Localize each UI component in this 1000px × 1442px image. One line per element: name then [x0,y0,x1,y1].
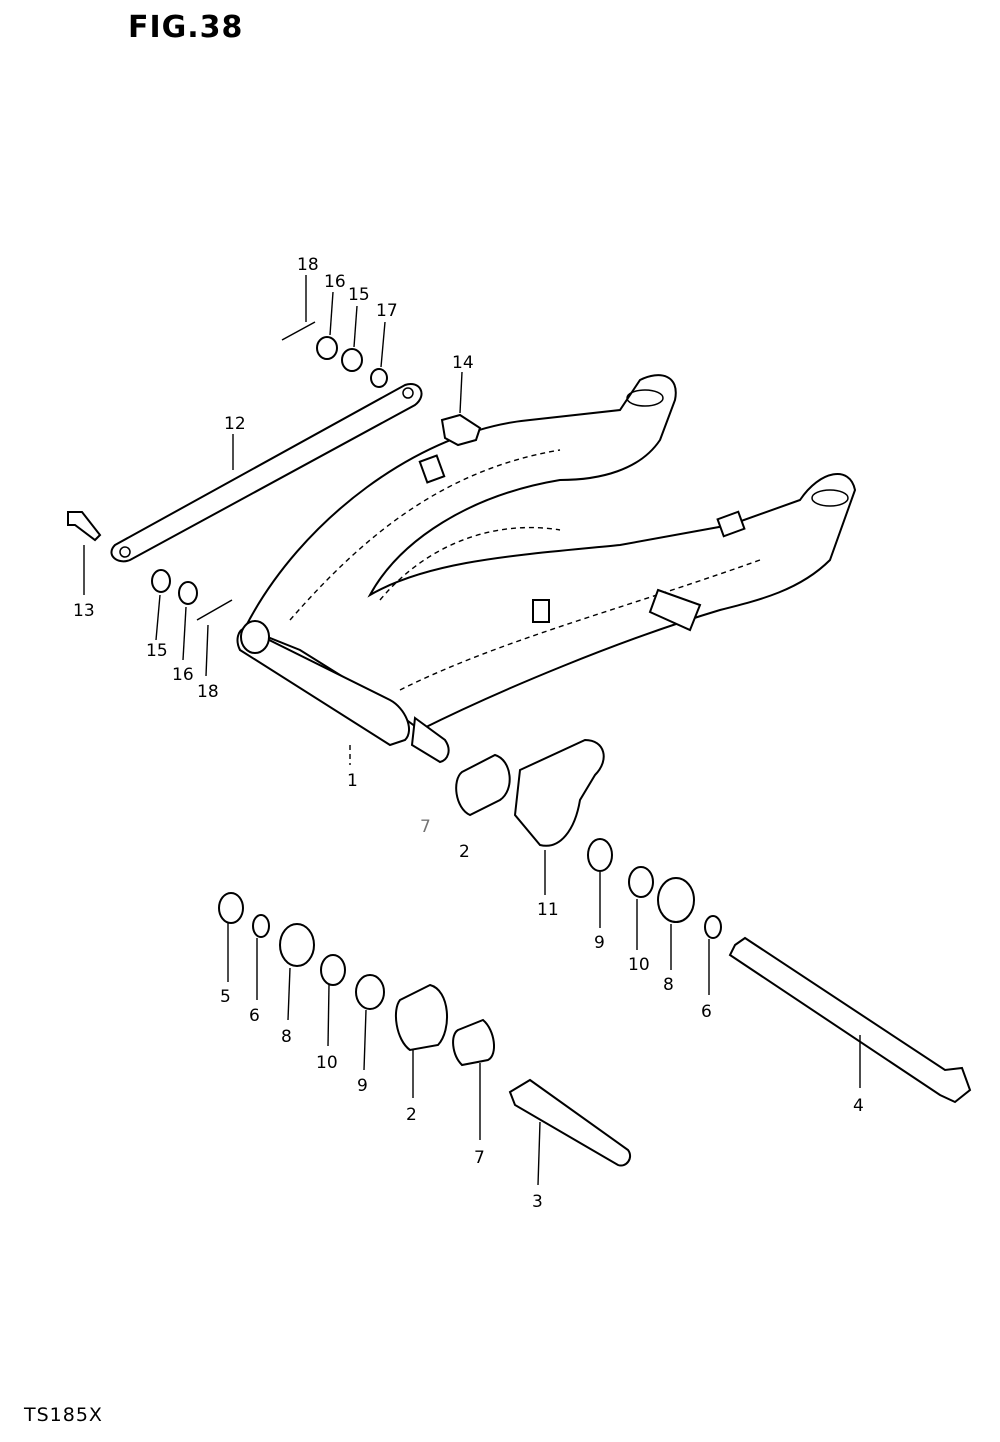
callout-18-top: 18 [297,255,319,275]
bolt-13-part [67,511,102,542]
callout-1: 1 [347,771,358,791]
upper-fasteners [281,321,388,388]
callout-6-right: 6 [701,1002,712,1022]
callout-3: 3 [532,1192,543,1212]
callout-8-right: 8 [663,975,674,995]
left-spacers [218,892,632,1167]
callout-12: 12 [224,414,246,434]
callout-10-left: 10 [316,1053,338,1073]
callout-5: 5 [220,987,231,1007]
callout-2-upper: 2 [459,842,470,862]
callout-16-bottom: 16 [172,665,194,685]
leader-lines [83,275,861,1186]
callout-11: 11 [537,900,559,920]
callout-4: 4 [853,1096,864,1116]
callout-18-bottom: 18 [197,682,219,702]
pivot-shaft-end [410,716,450,764]
swing-arm [236,374,857,747]
figure-title: FIG.38 [128,10,244,45]
collar-upper [455,753,511,817]
pivot-bolt [728,936,972,1104]
callout-8-left: 8 [281,1027,292,1047]
bracket-11-part [513,738,605,847]
right-spacers [587,838,722,939]
callout-16-top: 16 [324,272,346,292]
callout-13: 13 [73,601,95,621]
callout-17: 17 [376,301,398,321]
lower-link-fasteners [151,569,233,621]
callout-6-left: 6 [249,1006,260,1026]
callout-15-top: 15 [348,285,370,305]
callout-2-lower: 2 [406,1105,417,1125]
callout-9-right: 9 [594,933,605,953]
callout-10-right: 10 [628,955,650,975]
callout-9-left: 9 [357,1076,368,1096]
bolt-14-part [440,413,482,447]
model-code: TS185X [24,1404,103,1426]
callout-15-bottom: 15 [146,641,168,661]
callout-14: 14 [452,353,474,373]
torque-link [110,383,423,563]
callout-7: 7 [474,1148,485,1168]
callout-7-faint: 7 [420,817,431,837]
callout-labels: 18 16 15 17 14 12 13 15 16 18 1 2 11 9 1… [73,255,864,1212]
